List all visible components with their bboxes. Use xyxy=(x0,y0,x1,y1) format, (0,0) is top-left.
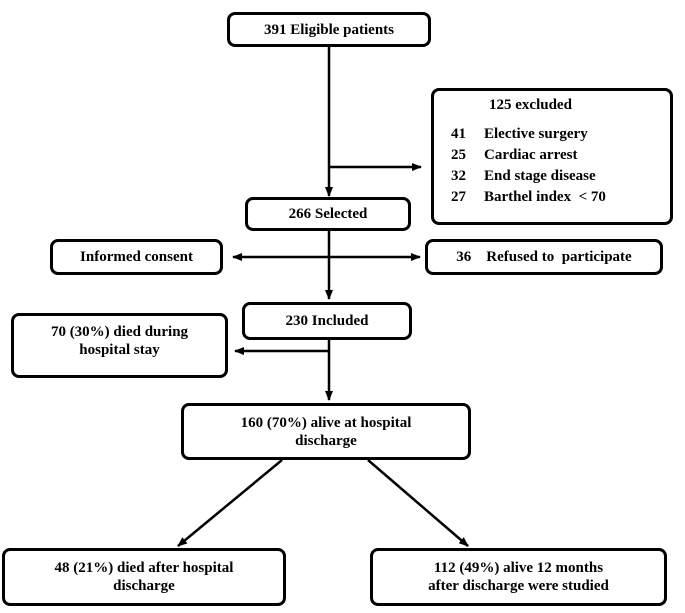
arrow-to-alive-12m xyxy=(367,459,469,547)
included-text: 230 Included xyxy=(285,313,369,329)
arrow-to-died-after xyxy=(177,459,283,547)
alive-12m-box: 112 (49%) alive 12 months after discharg… xyxy=(370,548,667,606)
refused-box: 36 Refused to participate xyxy=(425,239,663,275)
alive-discharge-line1: 160 (70%) alive at hospital xyxy=(240,414,412,431)
died-stay-line1: 70 (30%) died during xyxy=(50,324,189,340)
alive-discharge-line2: discharge xyxy=(295,432,357,449)
excluded-item: 25 Cardiac arrest xyxy=(451,147,578,163)
eligible-text: 391 Eligible patients xyxy=(263,21,394,38)
selected-box: 266 Selected xyxy=(245,197,411,231)
refused-text: 36 Refused to participate xyxy=(456,249,632,265)
died-after-line2: discharge xyxy=(113,578,175,594)
excluded-item: 32 End stage disease xyxy=(451,168,596,184)
excluded-title: 125 excluded xyxy=(489,97,572,113)
consent-text: Informed consent xyxy=(80,249,193,265)
consent-box: Informed consent xyxy=(50,239,223,275)
selected-text: 266 Selected xyxy=(288,206,368,222)
excluded-box: 125 excluded 41 Elective surgery 25 Card… xyxy=(431,88,673,225)
excluded-item: 27 Barthel index < 70 xyxy=(451,189,606,205)
alive-12m-line2: after discharge were studied xyxy=(428,578,609,594)
died-after-line1: 48 (21%) died after hospital xyxy=(54,560,234,576)
included-box: 230 Included xyxy=(242,302,412,340)
alive-discharge-box: 160 (70%) alive at hospital discharge xyxy=(181,403,471,460)
eligible-box: 391 Eligible patients xyxy=(227,12,431,47)
died-after-box: 48 (21%) died after hospital discharge xyxy=(2,548,286,606)
alive-12m-line1: 112 (49%) alive 12 months xyxy=(433,560,604,576)
excluded-item: 41 Elective surgery xyxy=(451,126,588,142)
died-stay-box: 70 (30%) died during hospital stay xyxy=(11,313,228,378)
died-stay-line2: hospital stay xyxy=(79,342,160,358)
